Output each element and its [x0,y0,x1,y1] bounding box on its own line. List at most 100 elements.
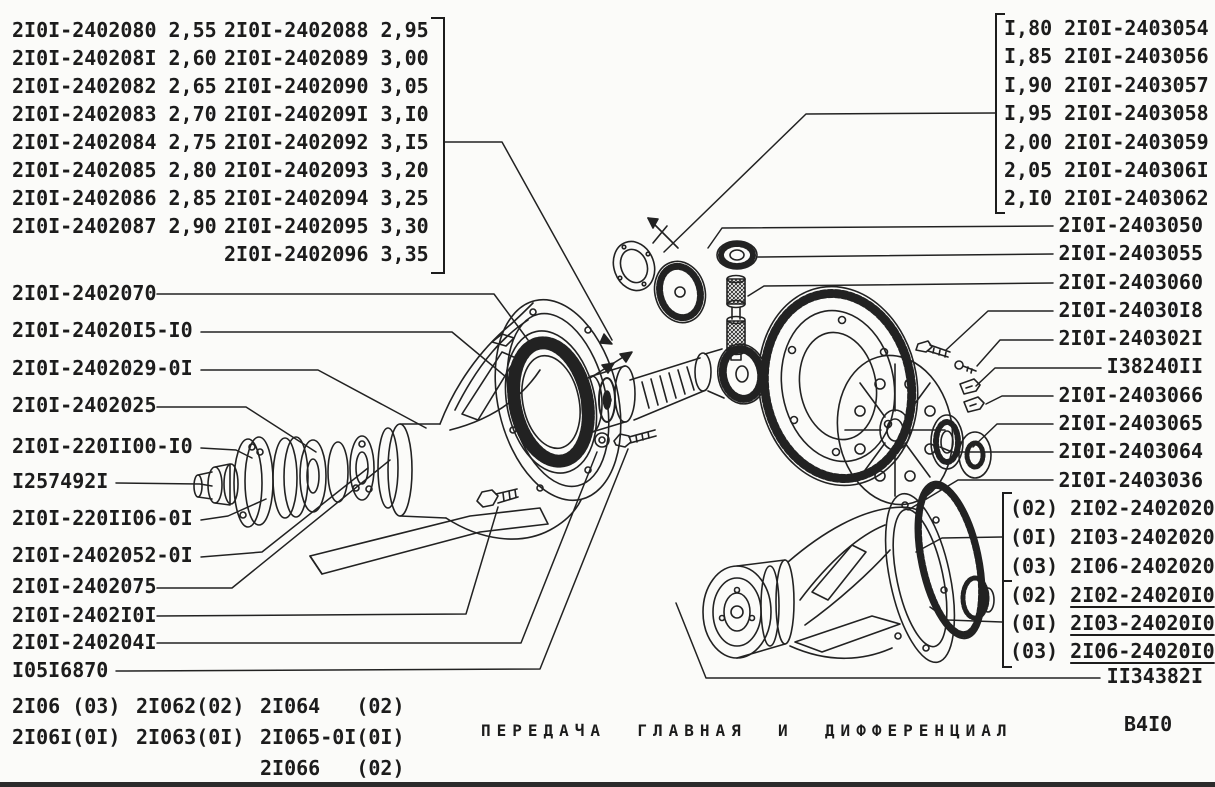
ratio-value: 3,20 [380,158,429,182]
part-drawing-drive-flange-and-seals [193,435,375,528]
part-drawing-pinion-gear [716,240,758,270]
model-codes-column-3: 2I064 (02)2I065-0I(0I)2I066 (02) [260,691,405,784]
ratio-value: 3,00 [380,46,429,70]
part-drawing-side-gear [653,260,707,324]
part-number-label: I38240II [1106,354,1203,379]
leader-line [156,451,598,644]
ratio-value: 3,30 [380,214,429,238]
model-code: 2I063(0I) [136,725,245,749]
part-number-label: 2I0I-240204I [12,630,157,654]
part-number-label: I05I6870 [12,658,109,682]
part-drawing-drive-pinion [629,343,768,421]
ratio-value: 2,05 [1004,158,1053,183]
part-number-label: 2I0I-2403036 [1058,467,1204,492]
part-number: 2I0I-2402090 [224,74,369,98]
part-number-label: 2I0I-2402075 [12,574,157,598]
model-code: 2I06I(0I) [12,725,121,749]
part-drawing-gasket-ring [504,330,598,474]
part-drawing-assembled-unit [702,480,995,664]
label-row: (03)2I06-24020I0 [1010,637,1215,665]
part-drawing-side-bearing [930,414,964,470]
leader-arrowhead [599,333,613,345]
label-row: 2I0I-2402080 2,55 [12,16,217,44]
variant-code: (02) [1010,583,1059,607]
part-number: 2I03-2402020 [1070,525,1215,549]
leader-line [200,369,427,429]
part-number: 2I0I-2402092 [224,130,369,154]
label-row: (03)2I06-2402020 [1010,552,1215,581]
part-number: 2I0I-2402088 [224,18,369,42]
part-number-label: 2I0I-2402025 [12,393,157,417]
variant-code: (0I) [1010,525,1059,549]
part-number-label: 2I0I-2402052-0I [12,543,193,567]
leader-line [156,293,529,341]
ratio-value: 3,I5 [380,130,429,154]
assembly-arrows [589,217,679,379]
part-number: 2I0I-2403062 [1064,186,1209,211]
label-row: 2I0I-2402092 3,I5 [224,128,429,156]
part-number: 2I0I-240208I [12,46,157,70]
part-number: 2I0I-2403057 [1064,72,1209,97]
leader-line [945,310,1054,351]
part-number: 2I0I-2402094 [224,186,369,210]
scan-edge-strip [0,782,1215,787]
ratio-value: I,95 [1004,101,1053,126]
ratio-value: I,80 [1004,16,1053,40]
model-code: 2I06 (03) [12,694,121,718]
leader-line [975,367,1102,387]
ratio-value: 2,55 [168,18,217,42]
bracket-gear-ratio-set [431,17,445,274]
part-number: 2I0I-2403058 [1064,101,1209,126]
model-code: 2I064 (02) [260,694,405,718]
ratio-value: 2,80 [168,158,217,182]
leader-line [675,602,1101,679]
part-number: 2I0I-2402095 [224,214,369,238]
label-row: (0I)2I03-24020I0 [1010,609,1215,637]
label-row: (02)2I02-2402020 [1010,494,1215,523]
leader-line [707,225,1054,249]
model-codes-column-1: 2I06 (03) 2I06I(0I) [12,691,120,753]
leader-line [200,331,513,383]
part-number-label: 2I0I-24020I5-I0 [12,318,193,342]
sheet-code: B4I0 [1124,712,1173,736]
part-number-label: 2I0I-2402I0I [12,603,157,627]
part-number: 2I0I-2402080 [12,18,157,42]
ratio-value: I,85 [1004,44,1053,69]
leader-line [976,339,1054,367]
leader-line [156,506,499,617]
part-number: 2I0I-2402084 [12,130,157,154]
part-number-label: 2I0I-220II06-0I [12,506,193,530]
bracket-pinion-ring-set [995,13,1005,214]
right-part-group-2: (02)2I02-24020I0(0I)2I03-24020I0(03)2I06… [1010,581,1215,665]
part-number-label: 2I0I-2402070 [12,281,157,305]
part-number: 2I0I-2402086 [12,186,157,210]
bracket-final-drive-group [1002,580,1012,668]
part-number-label: 2I0I-2403050 [1058,213,1204,237]
part-number-label: 2I0I-220II00-I0 [12,434,193,458]
leader-line [443,141,613,341]
leader-lines [115,112,1102,679]
variant-code: (03) [1010,554,1059,578]
model-code: 2I066 (02) [260,756,405,780]
leader-line [115,482,213,487]
part-number: 2I0I-240209I [224,102,369,126]
leader-line [985,395,1054,405]
ratio-value: 2,00 [1004,129,1053,154]
part-number: 2I02-2402020 [1070,496,1215,520]
ratio-value: I,90 [1004,72,1053,97]
part-number-label: 2I0I-2403055 [1058,241,1204,266]
part-drawing-hex-bolt [476,488,519,508]
leader-line [200,447,253,459]
